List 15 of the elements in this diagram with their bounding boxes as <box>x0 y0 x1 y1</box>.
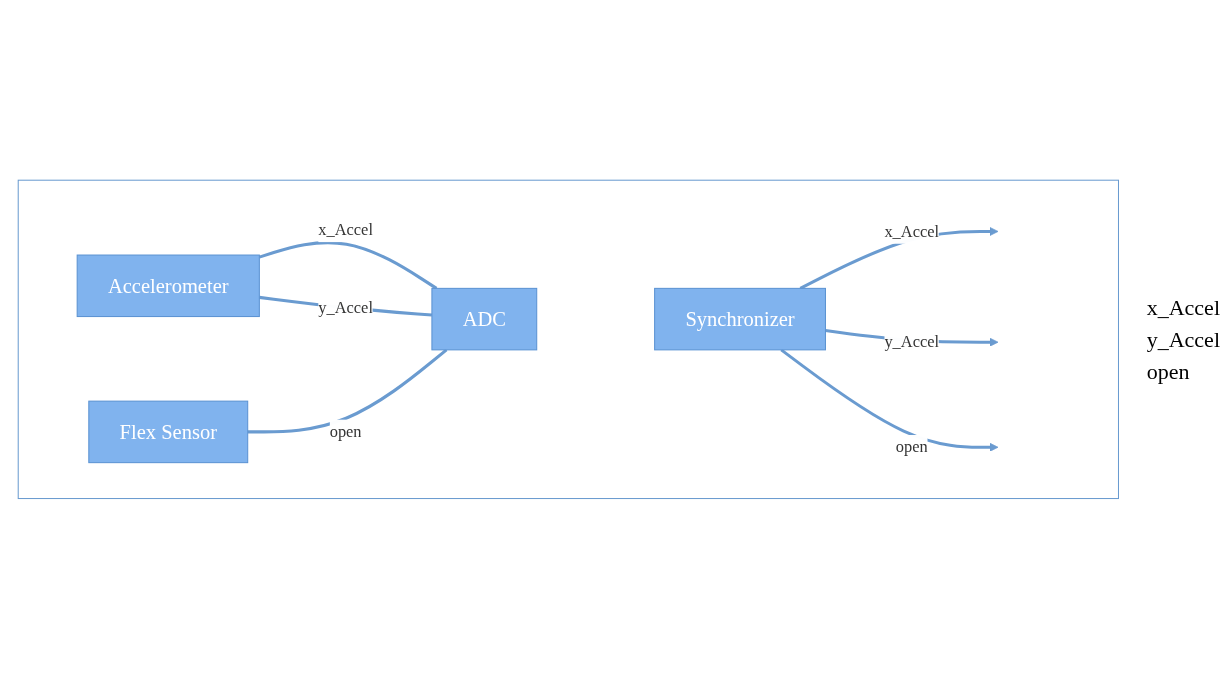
node-box: Flex Sensor <box>88 400 249 464</box>
signal-label: y_Accel <box>1146 326 1220 353</box>
signal-label: open <box>1146 358 1191 385</box>
node-box: Accelerometer <box>76 254 260 318</box>
signal-label: x_Accel <box>1146 294 1220 321</box>
connector-line <box>258 241 438 290</box>
node-box: Synchronizer <box>654 287 826 351</box>
edge-label: x_Accel <box>884 222 940 240</box>
edge-label: x_Accel <box>318 220 373 239</box>
edge-label: open <box>895 438 928 456</box>
edge-label: y_Accel <box>884 333 940 351</box>
node-box: ADC <box>431 287 538 351</box>
edge-label: y_Accel <box>318 299 373 317</box>
cluster <box>17 179 1119 500</box>
edge-label: open <box>329 422 362 441</box>
